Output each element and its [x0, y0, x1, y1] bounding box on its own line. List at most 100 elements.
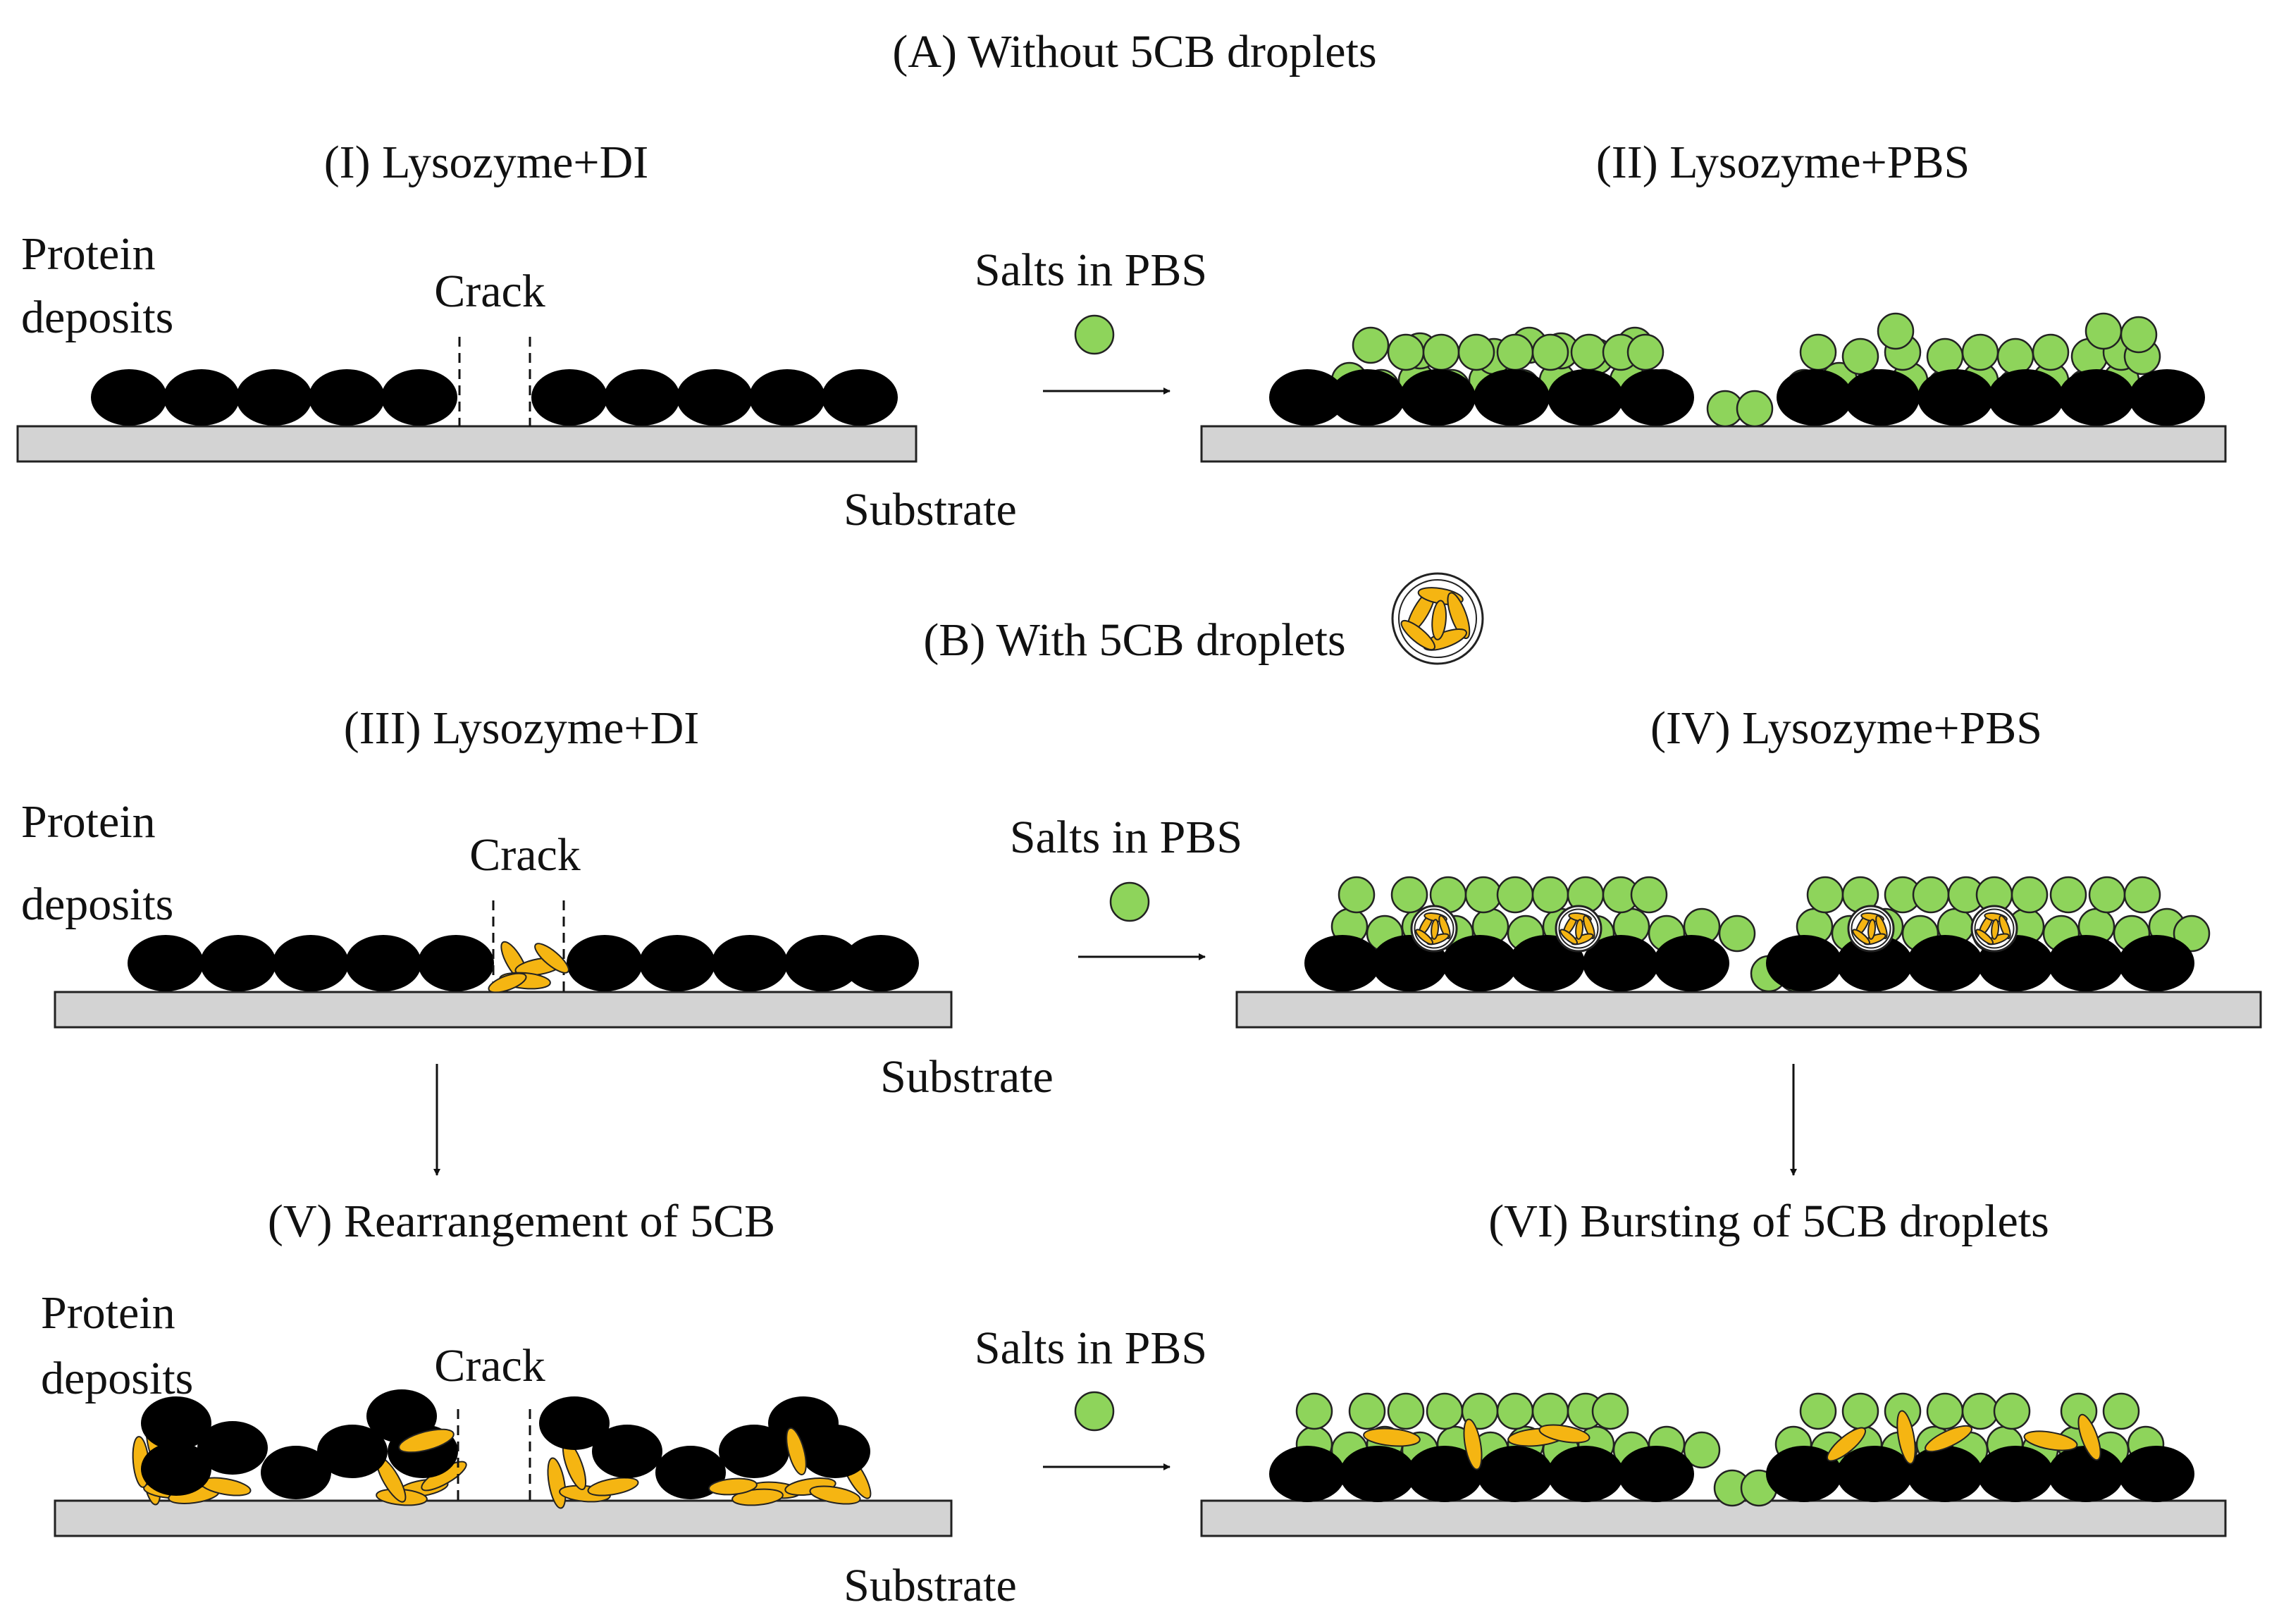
- salt-particle: [2102, 1392, 2140, 1430]
- protein-deposit: [712, 935, 788, 991]
- salt-particle: [1718, 915, 1756, 953]
- salt-particle: [1387, 333, 1425, 371]
- protein-deposit: [1269, 369, 1345, 426]
- salt-particle: [1422, 333, 1460, 371]
- salt-particle: [1531, 333, 1569, 371]
- lc-mesogen: [587, 1477, 639, 1496]
- salt-particle: [1841, 337, 1879, 376]
- protein-deposit: [236, 369, 312, 426]
- title-step-iv: (IV) Lysozyme+PBS: [1650, 702, 2042, 754]
- lc-mesogen: [1431, 600, 1447, 640]
- protein-label-i-line2: deposits: [21, 292, 173, 343]
- protein-label-i-line1: Protein: [21, 228, 156, 280]
- protein-deposit: [197, 1421, 268, 1475]
- protein-deposit: [418, 935, 494, 991]
- salt-particle: [1996, 337, 2034, 376]
- lc-mesogen: [1827, 1427, 1866, 1462]
- lc-mesogen: [488, 972, 527, 993]
- protein-deposit: [1618, 369, 1694, 426]
- lc-droplet-icon: [1391, 572, 1484, 665]
- lc-mesogen: [1875, 915, 1888, 940]
- protein-deposit: [1907, 1446, 1983, 1502]
- protein-deposit: [1509, 935, 1585, 991]
- substrate-bar: [16, 425, 918, 463]
- protein-deposit: [1836, 1446, 1913, 1502]
- protein-deposit: [1442, 935, 1518, 991]
- lc-mesogen: [398, 1428, 455, 1453]
- protein-deposit: [91, 369, 167, 426]
- panel-ii-scene: [1200, 312, 2227, 463]
- protein-deposit: [1777, 369, 1853, 426]
- salt-particle: [1961, 1392, 1999, 1430]
- protein-deposit: [1407, 1446, 1483, 1502]
- protein-deposit: [261, 1446, 331, 1499]
- salt-particle: [1570, 333, 1608, 371]
- lc-mesogen: [1583, 915, 1595, 940]
- lc-mesogen: [708, 1477, 758, 1496]
- protein-deposit: [843, 935, 919, 991]
- lc-mesogen: [1975, 929, 1994, 946]
- protein-deposit: [1340, 1446, 1416, 1502]
- salt-particle: [2173, 915, 2211, 953]
- protein-deposit: [1477, 1446, 1553, 1502]
- protein-deposit: [1269, 1446, 1345, 1502]
- salt-particle: [1496, 876, 1534, 914]
- heading-a: (A) Without 5CB droplets: [892, 26, 1376, 78]
- substrate-label-b-upper: Substrate: [880, 1051, 1054, 1103]
- protein-deposit: [1548, 369, 1624, 426]
- salt-particle: [1352, 326, 1390, 364]
- protein-deposit: [1836, 935, 1913, 991]
- protein-deposit: [655, 1446, 726, 1499]
- salt-particle: [1426, 1392, 1464, 1430]
- salt-particle: [1683, 1431, 1721, 1469]
- salts-label-b-lower: Salts in PBS: [975, 1322, 1207, 1374]
- protein-deposit: [200, 935, 276, 991]
- protein-deposit: [1766, 1446, 1842, 1502]
- salt-particle: [1877, 312, 1915, 350]
- salt-particle: [1338, 876, 1376, 914]
- panel-v-scene: [54, 1389, 953, 1537]
- salt-particle: [1799, 1392, 1837, 1430]
- protein-deposit: [1977, 1446, 2053, 1502]
- protein-deposit: [1766, 935, 1842, 991]
- lc-mesogen: [1400, 619, 1435, 651]
- lc-mesogen: [1463, 1418, 1483, 1470]
- substrate-bar: [1200, 425, 2227, 463]
- lc-mesogen: [2077, 1413, 2101, 1461]
- title-step-iii: (III) Lysozyme+DI: [344, 702, 700, 754]
- protein-deposit: [1329, 369, 1405, 426]
- salt-particle: [1736, 390, 1774, 428]
- protein-deposit: [1583, 935, 1659, 991]
- protein-deposit: [784, 935, 860, 991]
- salt-particle: [1926, 1392, 1964, 1430]
- protein-deposit: [1474, 369, 1550, 426]
- salts-label-a: Salts in PBS: [975, 244, 1207, 296]
- protein-deposit: [345, 935, 421, 991]
- protein-deposit: [539, 1396, 610, 1450]
- protein-deposit: [749, 369, 825, 426]
- title-step-v: (V) Rearrangement of 5CB: [268, 1196, 775, 1247]
- protein-deposit: [2118, 1446, 2194, 1502]
- protein-deposit: [2048, 935, 2124, 991]
- salt-particle: [2049, 876, 2087, 914]
- protein-deposit: [1917, 369, 1994, 426]
- salt-particle: [1390, 876, 1428, 914]
- lc-mesogen: [809, 1485, 861, 1505]
- lc-mesogen: [1867, 919, 1876, 940]
- protein-deposit: [2058, 369, 2135, 426]
- substrate-bar: [1235, 991, 2262, 1029]
- protein-deposit: [1618, 1446, 1694, 1502]
- salt-particle: [2123, 876, 2161, 914]
- lc-mesogen: [731, 1488, 784, 1506]
- lc-mesogen: [1431, 919, 1439, 940]
- salt-particle: [1531, 876, 1569, 914]
- lc-mesogen: [2023, 1430, 2078, 1451]
- protein-deposit: [317, 1425, 388, 1478]
- protein-deposit: [1843, 369, 1920, 426]
- lc-mesogen: [1415, 929, 1433, 946]
- protein-deposit: [639, 935, 715, 991]
- lc-mesogen: [1447, 592, 1471, 640]
- salt-particle: [2085, 312, 2123, 350]
- salt-particle: [1993, 1392, 2031, 1430]
